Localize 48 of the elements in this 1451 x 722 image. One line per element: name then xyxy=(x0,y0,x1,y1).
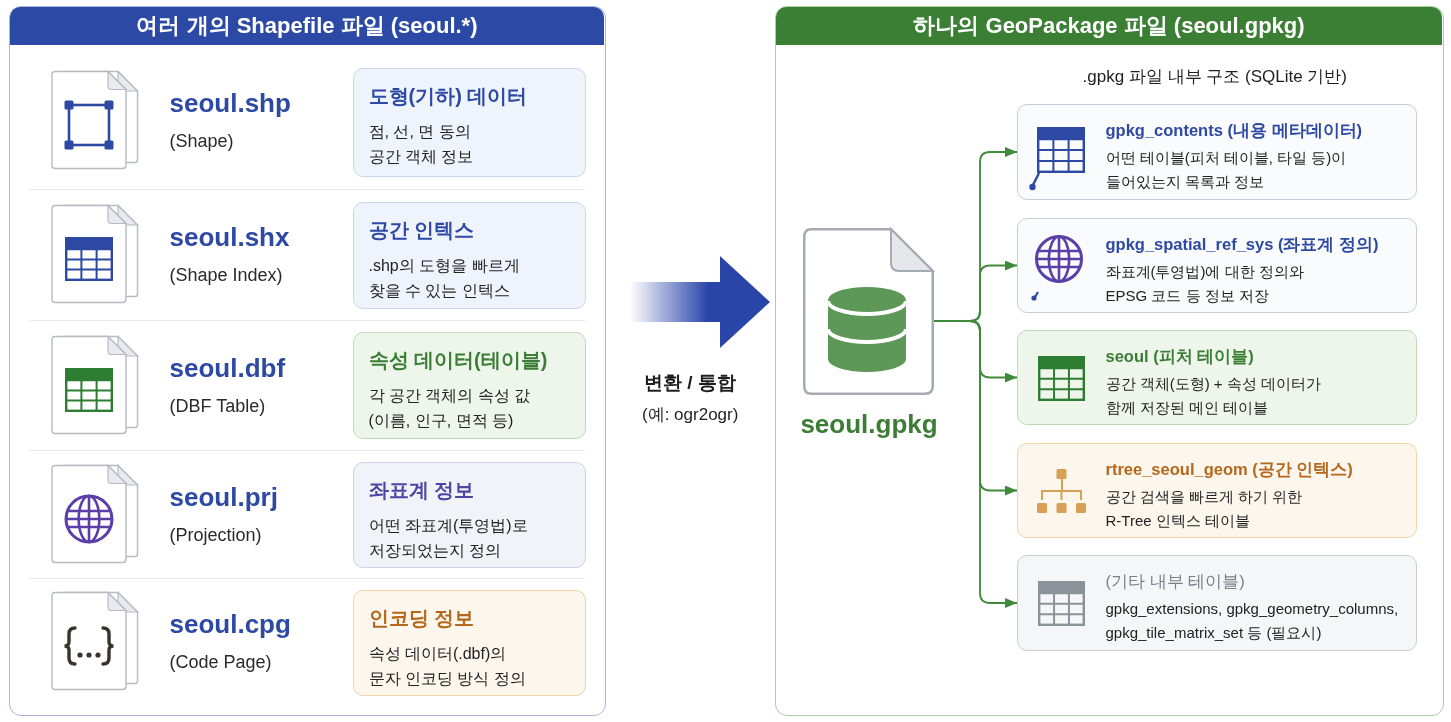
section-subtitle: .gpkg 파일 내부 구조 (SQLite 기반) xyxy=(1082,66,1347,88)
description-box xyxy=(352,331,586,439)
file-type-label: (DBF Table) xyxy=(169,394,266,417)
table-box xyxy=(1016,554,1417,651)
arrow xyxy=(931,320,1018,608)
table-description: gpkg_extensions, gpkg_geometry_columns, gpkg_tile_matrix_set 등 (필요시) xyxy=(1105,598,1400,643)
box-title: 공간 인텍스 xyxy=(368,217,475,243)
file-name: seoul.cpg xyxy=(169,607,291,640)
table-box xyxy=(1016,442,1417,538)
panel xyxy=(9,6,606,716)
example-note: (예: ogr2ogr) xyxy=(642,404,739,426)
file-name: seoul.shx xyxy=(169,220,290,253)
table-name: (기타 내부 테이블) xyxy=(1105,570,1245,592)
file-name: seoul.dbf xyxy=(169,351,286,384)
table-name: gpkg_spatial_ref_sys (좌표계 정의) xyxy=(1105,233,1379,255)
table-box xyxy=(1016,103,1417,200)
description-box xyxy=(352,201,586,309)
description-box xyxy=(352,589,586,696)
header-band: 여러 개의 Shapefile 파일 (seoul.*) xyxy=(10,7,604,45)
header-band: 하나의 GeoPackage 파일 (seoul.gpkg) xyxy=(776,7,1442,45)
file-name: seoul.gpkg xyxy=(799,408,939,439)
panel xyxy=(775,6,1444,716)
description-text: 어떤 좌표계(투영법)로 저장되었는지 정의 xyxy=(368,515,529,561)
table-name: seoul (피처 테이블) xyxy=(1105,345,1254,367)
box-title: 인코딩 정보 xyxy=(368,605,475,631)
description-box xyxy=(352,67,586,177)
file-type-label: (Code Page) xyxy=(169,650,272,673)
box-title: 도형(기하) 데이터 xyxy=(368,83,528,109)
description-text: 점, 선, 면 동의 공간 객체 정보 xyxy=(368,121,475,167)
file-type-label: (Projection) xyxy=(169,523,262,546)
table-description: 공간 객체(도형) + 속성 데이터가 함께 저장된 메인 테이블 xyxy=(1105,373,1322,418)
table-name: gpkg_contents (내용 메타데이터) xyxy=(1105,119,1362,141)
description-box xyxy=(352,461,586,568)
box-title: 속성 데이터(테이블) xyxy=(368,347,548,373)
file-type-label: (Shape Index) xyxy=(169,263,283,286)
file-name: seoul.prj xyxy=(169,480,278,513)
description-text: 각 공간 객체의 속성 값 (이름, 인구, 면적 등) xyxy=(368,385,532,431)
table-box xyxy=(1016,329,1417,425)
file-type-label: (Shape) xyxy=(169,129,234,152)
table-description: 좌표계(투영법)에 대한 정의와 EPSG 코드 등 정보 저장 xyxy=(1105,261,1305,306)
table-description: 어떤 테이블(피처 테이블, 타일 등)이 들어있는지 목록과 정보 xyxy=(1105,147,1348,192)
table-description: 공간 검색을 빠르게 하기 위한 R-Tree 인텍스 테이블 xyxy=(1105,486,1304,531)
table-name: rtree_seoul_geom (공간 인텍스) xyxy=(1105,458,1353,480)
description-text: .shp의 도형을 빠르게 찾을 수 있는 인텍스 xyxy=(368,255,521,301)
description-text: 속성 데이터(.dbf)의 문자 인코딩 방식 정의 xyxy=(368,643,527,689)
box-title: 좌표계 정보 xyxy=(368,477,475,503)
file-name: seoul.shp xyxy=(169,86,291,119)
table-box xyxy=(1016,217,1417,313)
